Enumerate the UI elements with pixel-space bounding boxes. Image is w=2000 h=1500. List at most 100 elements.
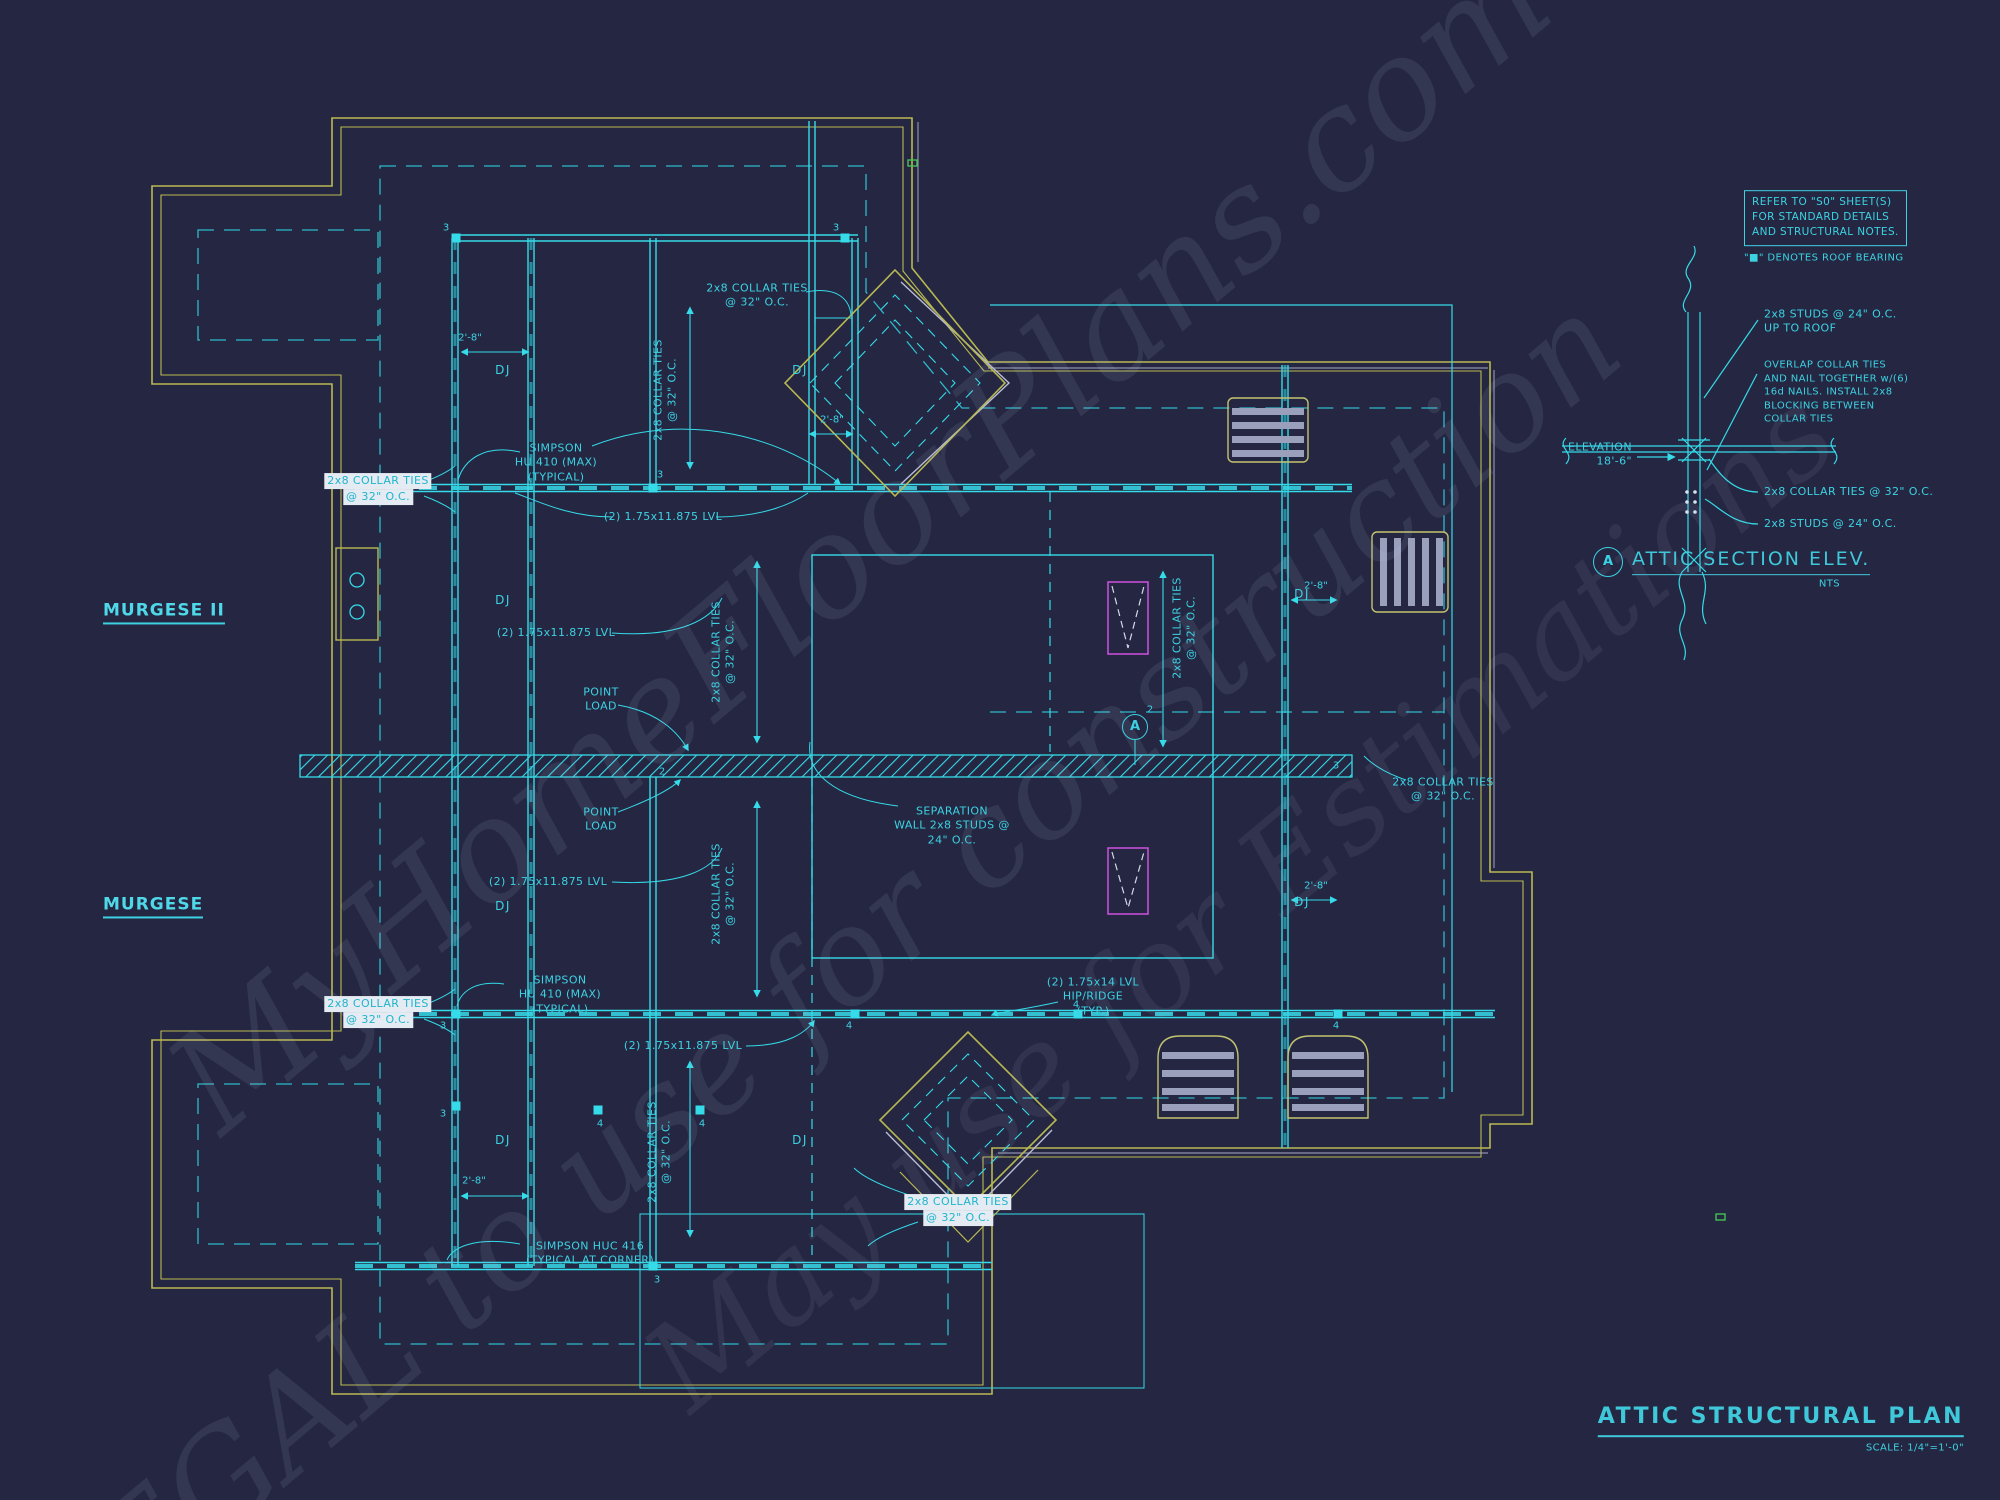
grid-number: 3 — [653, 1274, 661, 1286]
roof-bearing-legend: "■" DENOTES ROOF BEARING — [1744, 252, 1904, 264]
callout-line: 2x8 COLLAR TIES — [651, 339, 665, 441]
dormer-diamonds — [783, 268, 1058, 1243]
dim-label: 2'-8" — [1304, 880, 1328, 892]
note-line: REFER TO "S0" SHEET(S) — [1752, 196, 1892, 209]
section-label-collar-ties: 2x8 COLLAR TIES @ 32" O.C. — [1764, 484, 1934, 498]
vertical-collar-ties-label: 2x8 COLLAR TIES @ 32" O.C. — [652, 339, 681, 440]
callout-line: 18'-6" — [1596, 455, 1632, 468]
callout-line: @ 32" O.C. — [666, 358, 679, 422]
hatched-band — [299, 754, 1353, 778]
dj-label: DJ — [792, 1133, 808, 1148]
callout-line: @ 32" O.C. — [660, 1120, 673, 1184]
callout-simpson-huc416: SIMPSON HUC 416 (TYPICAL AT CORNER) — [526, 1240, 654, 1269]
callout-point-load-1: POINT LOAD — [583, 686, 618, 715]
grid-number: 3 — [656, 469, 664, 481]
general-notes-box: REFER TO "S0" SHEET(S) FOR STANDARD DETA… — [1744, 190, 1907, 246]
callout-line: ELEVATION — [1568, 440, 1632, 454]
callout-line: 16d NAILS. INSTALL 2x8 — [1764, 386, 1893, 398]
plan-name-murgese: MURGESE — [103, 893, 204, 919]
section-title-bubble: A — [1593, 547, 1623, 577]
callout-line: HU 410 (MAX) — [514, 455, 598, 469]
collar-tie-arrows — [460, 306, 1338, 1238]
highlighted-collar-ties-2: 2x8 COLLAR TIES @ 32" O.C. — [324, 996, 432, 1028]
grid-number: 4 — [845, 1020, 853, 1032]
section-label-studs: 2x8 STUDS @ 24" O.C. — [1764, 516, 1897, 530]
callout-line: COLLAR TIES — [1764, 413, 1834, 425]
callout-line: 2x8 COLLAR TIES — [324, 473, 432, 489]
callout-separation-wall: SEPARATION WALL 2x8 STUDS @ 24" O.C. — [894, 805, 1010, 848]
callout-line: @ 32" O.C. — [724, 862, 737, 926]
highlighted-collar-ties-1: 2x8 COLLAR TIES @ 32" O.C. — [324, 473, 432, 505]
attic-access-boxes — [1107, 581, 1149, 915]
callout-line: 2x8 COLLAR TIES — [1392, 775, 1494, 789]
callout-simpson-hu410-1: SIMPSON HU 410 (MAX) (TYPICAL) — [515, 442, 597, 485]
grid-number: 4 — [1332, 1020, 1340, 1032]
callout-line: @ 32" O.C. — [923, 1210, 993, 1226]
callout-line: @ 32" O.C. — [1411, 790, 1475, 803]
grid-number: 2 — [658, 766, 666, 778]
callout-line: (TYPICAL) — [531, 1002, 589, 1016]
green-markers — [907, 159, 1726, 1221]
callout-line: AND NAIL TOGETHER w/(6) — [1764, 372, 1909, 384]
leader-lines — [423, 290, 1407, 1261]
callout-simpson-hu410-2: SIMPSON HU 410 (MAX) (TYPICAL) — [519, 974, 601, 1017]
callout-line: SIMPSON HUC 416 — [535, 1239, 645, 1253]
grid-number: 4 — [596, 1118, 604, 1130]
grid-number: 3 — [832, 222, 840, 234]
dj-label: DJ — [495, 899, 511, 914]
callout-line: 2x8 COLLAR TIES — [709, 601, 723, 703]
callout-line: 24" O.C. — [927, 833, 977, 847]
section-detail — [1562, 245, 1838, 661]
grid-number: 3 — [1332, 760, 1340, 772]
dj-label: DJ — [495, 593, 511, 608]
callout-line: LOAD — [585, 820, 617, 833]
callout-line: 2x8 COLLAR TIES — [645, 1101, 659, 1203]
note-line: AND STRUCTURAL NOTES. — [1752, 226, 1899, 239]
callout-line: 2x8 STUDS @ 24" O.C. — [1764, 307, 1897, 321]
callout-line: 2x8 COLLAR TIES — [904, 1194, 1012, 1210]
dim-label: 2'-8" — [1304, 580, 1328, 592]
callout-line: @ 32" O.C. — [343, 489, 413, 505]
callout-collar-ties-right: 2x8 COLLAR TIES @ 32" O.C. — [1392, 776, 1493, 805]
vertical-collar-ties-label: 2x8 COLLAR TIES @ 32" O.C. — [646, 1101, 675, 1202]
roof-bearing-markers — [451, 233, 1343, 1271]
callout-line: 2x8 COLLAR TIES — [706, 281, 808, 295]
grid-number: 2 — [1146, 704, 1154, 716]
grid-number: 3 — [439, 1020, 447, 1032]
plan-name-murgese-ii: MURGESE II — [103, 599, 225, 625]
overhang-dashed — [197, 165, 1445, 1345]
section-label-overlap: OVERLAP COLLAR TIES AND NAIL TOGETHER w/… — [1764, 358, 1908, 426]
chimney — [335, 547, 379, 641]
callout-line: OVERLAP COLLAR TIES — [1764, 359, 1887, 371]
callout-lvl-3: (2) 1.75x11.875 LVL — [488, 874, 608, 888]
callout-line: (TYP.) — [1076, 1004, 1110, 1018]
callout-line: SIMPSON — [529, 441, 583, 455]
dim-label: 2'-8" — [820, 414, 844, 426]
dim-label: 2'-8" — [458, 332, 482, 344]
roof-outline — [151, 117, 1533, 1395]
callout-line: @ 32" O.C. — [343, 1012, 413, 1028]
callout-line: HIP/RIDGE — [1062, 989, 1124, 1003]
callout-line: 2x8 COLLAR TIES — [709, 843, 723, 945]
callout-line: @ 32" O.C. — [1185, 596, 1198, 660]
section-cut-bubble: A — [1122, 714, 1148, 740]
highlighted-collar-ties-3: 2x8 COLLAR TIES @ 32" O.C. — [904, 1194, 1012, 1226]
callout-line: 2x8 COLLAR TIES — [324, 996, 432, 1012]
section-title: ATTIC SECTION ELEV. — [1632, 547, 1871, 575]
framing — [355, 121, 1495, 1389]
callout-line: BLOCKING BETWEEN — [1764, 399, 1875, 411]
section-label-studs-up: 2x8 STUDS @ 24" O.C. UP TO ROOF — [1764, 308, 1897, 337]
callout-line: @ 32" O.C. — [725, 296, 789, 309]
callout-point-load-2: POINT LOAD — [583, 806, 618, 835]
grid-number: 3 — [442, 222, 450, 234]
dj-label: DJ — [495, 1133, 511, 1148]
grid-number: 4 — [1072, 999, 1080, 1011]
callout-lvl-1: (2) 1.75x11.875 LVL — [603, 509, 723, 523]
section-scale: NTS — [1818, 578, 1840, 590]
callout-line: 2x8 COLLAR TIES — [1170, 577, 1184, 679]
roof-vents — [1157, 397, 1449, 1119]
sheet-title: ATTIC STRUCTURAL PLAN — [1597, 1403, 1964, 1437]
dj-label: DJ — [495, 363, 511, 378]
